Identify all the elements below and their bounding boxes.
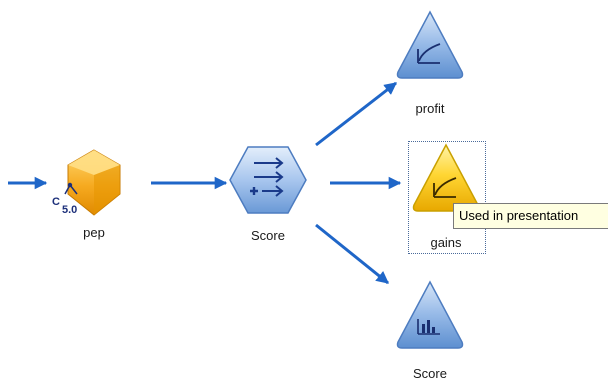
score-arrows-icon[interactable] xyxy=(229,146,307,214)
model-tree-badge: C 5.0 xyxy=(52,182,78,216)
connection-score-profit xyxy=(315,81,397,147)
connections xyxy=(8,81,402,285)
bar-chart-icon[interactable] xyxy=(396,280,464,349)
node-label-score-analysis[interactable]: Score xyxy=(413,366,447,381)
model-badge-prefix: C xyxy=(52,196,60,208)
evaluation-curve-icon[interactable] xyxy=(396,10,464,79)
node-label-profit[interactable]: profit xyxy=(415,101,445,116)
connection-score-analysis xyxy=(315,223,389,285)
model-badge-version: 5.0 xyxy=(62,204,77,216)
node-label-score[interactable]: Score xyxy=(251,228,285,243)
c50-model-icon[interactable]: C 5.0 xyxy=(52,149,121,216)
node-selection-box xyxy=(408,141,486,254)
node-label-pep[interactable]: pep xyxy=(83,225,105,240)
node-tooltip: Used in presentation xyxy=(453,203,608,229)
node-label-gains[interactable]: gains xyxy=(430,235,462,250)
